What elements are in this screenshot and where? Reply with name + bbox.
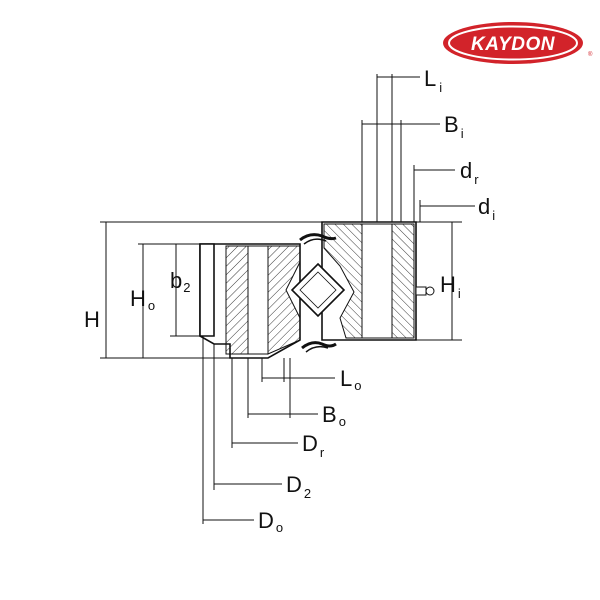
inner-ring-hatch-b (391, 223, 415, 339)
outer-ring-hatch-b (267, 245, 301, 355)
kaydon-logo: KAYDON ® (443, 22, 593, 64)
outer-ring-hatch-a (225, 245, 249, 355)
logo-outer-ellipse (443, 22, 583, 64)
seal-top (299, 233, 337, 245)
dimension-lines (100, 74, 475, 524)
inner-ring (321, 221, 417, 341)
logo-inner-ring (448, 25, 578, 61)
seal-bottom (301, 341, 337, 353)
roller-element (290, 262, 346, 318)
label-H: H (84, 307, 100, 332)
label-b2: b2 (170, 268, 190, 295)
inner-ring-hole (361, 223, 393, 339)
logo-registered-mark: ® (588, 51, 593, 58)
outer-ring-flange-left (199, 243, 215, 337)
grease-fitting (415, 286, 435, 296)
outer-ring-hole (247, 245, 269, 355)
crossed-roller-inner (299, 271, 337, 309)
logo-text: KAYDON (471, 34, 556, 55)
outer-ring (199, 243, 301, 359)
crossed-roller (290, 262, 346, 318)
